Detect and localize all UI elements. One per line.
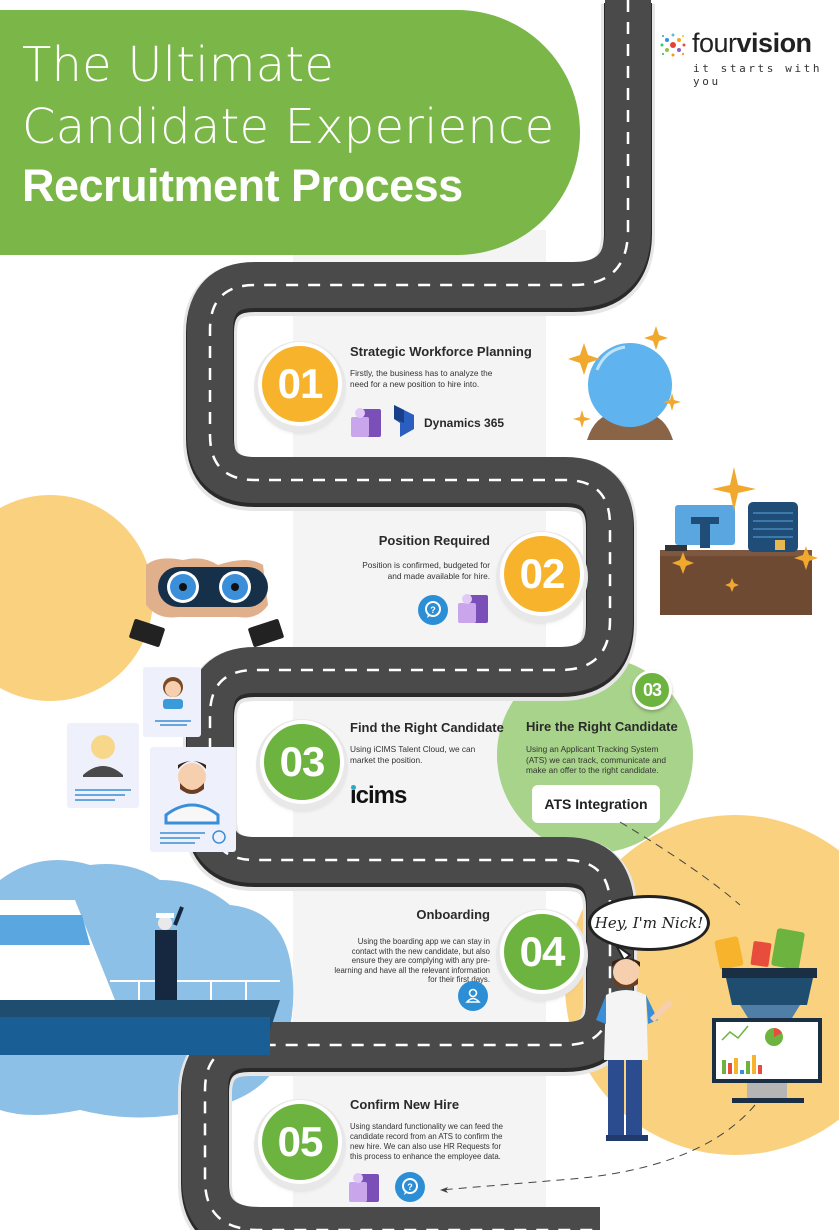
icims-logo: icims: [350, 782, 407, 809]
onboarding-app-icon: [458, 981, 488, 1011]
dynamics-365-label: Dynamics 365: [424, 416, 505, 430]
step-01-description: Firstly, the business has to analyze the…: [350, 368, 493, 389]
teams-icon: [351, 408, 381, 437]
side-step-title: Hire the Right Candidate: [526, 719, 678, 734]
step-04-title: Onboarding: [416, 907, 490, 922]
step-05-description: Using standard functionality we can feed…: [350, 1122, 503, 1161]
ship-illustration: [0, 900, 280, 1055]
step-05-badge: 05: [258, 1100, 342, 1184]
side-step-description: Using an Applicant Tracking System (ATS)…: [526, 744, 667, 775]
crystal-ball-illustration: [568, 326, 681, 440]
binoculars-illustration: [129, 558, 284, 647]
svg-text:?: ?: [407, 1182, 413, 1192]
ats-funnel-dashboard-illustration: [712, 928, 822, 1103]
step-01-badge: 01: [258, 342, 342, 426]
hr-requests-icon: ?: [418, 595, 448, 625]
svg-text:?: ?: [430, 605, 436, 615]
dynamics-365-icon: [394, 405, 414, 437]
step-03-badge: 03: [260, 720, 344, 804]
step-02-title: Position Required: [378, 533, 490, 548]
fourvision-burst-icon: [660, 33, 686, 57]
step-04-badge: 04: [500, 910, 584, 994]
candidate-cards-illustration: [67, 667, 236, 852]
fourvision-logo[interactable]: fourvision it starts with you: [658, 28, 833, 88]
hero-title-line2: Candidate Experience: [22, 99, 555, 155]
hr-requests-icon: ?: [395, 1172, 425, 1202]
icims-logo-dot: [351, 785, 356, 790]
step-03-title: Find the Right Candidate: [350, 720, 504, 735]
step-05-title: Confirm New Hire: [350, 1097, 460, 1112]
step-02-description: Position is confirmed, budgeted for and …: [362, 560, 490, 581]
ats-integration-button[interactable]: ATS Integration: [532, 785, 660, 823]
logo-wordmark: fourvision: [692, 28, 812, 58]
nick-character: [596, 944, 674, 1141]
side-step-03-badge: 03: [632, 670, 672, 710]
step-04-description: Using the boarding app we can stay in co…: [334, 937, 490, 985]
step-02-badge: 02: [500, 532, 584, 616]
hero-banner: The Ultimate Candidate Experience Recrui…: [0, 10, 580, 255]
logo-tagline: it starts with you: [693, 62, 823, 88]
hero-title-line1: The Ultimate: [22, 37, 335, 93]
hero-title-line3: Recruitment Process: [22, 160, 463, 211]
step-01-title: Strategic Workforce Planning: [350, 344, 532, 359]
speech-bubble: Hey, I'm Nick!: [588, 895, 710, 951]
step-03-description: Using iCIMS Talent Cloud, we can market …: [350, 744, 476, 765]
teams-icon: [349, 1173, 379, 1202]
teams-icon: [458, 594, 488, 623]
desk-illustration: [660, 467, 818, 615]
